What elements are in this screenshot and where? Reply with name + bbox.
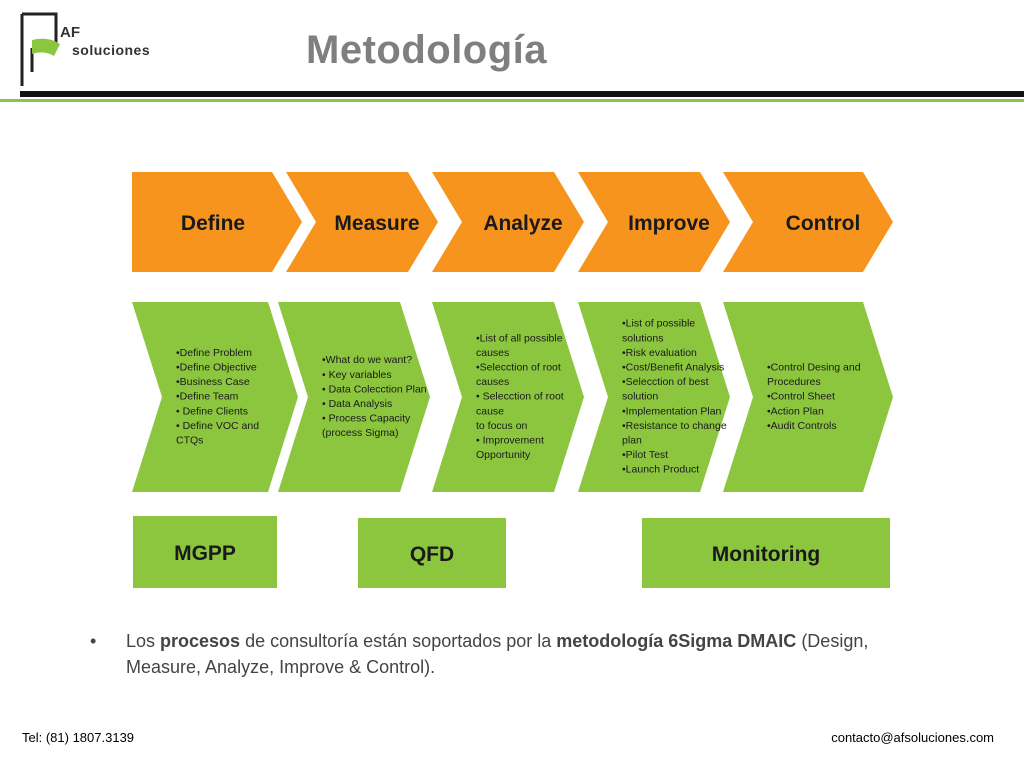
detail-item: (process Sigma) <box>322 427 398 439</box>
detail-item: • Define Clients <box>176 405 248 417</box>
detail-item: Opportunity <box>476 449 531 461</box>
phase-arrow-row: Define Measure Analyze Improve Control <box>132 172 893 272</box>
bullet-bold-procesos: procesos <box>160 631 241 651</box>
detail-item: •Launch Product <box>622 464 699 476</box>
tool-box-mgpp <box>133 516 277 588</box>
detail-arrow-improve <box>578 302 730 492</box>
detail-item: • Key variables <box>322 369 392 381</box>
tool-label-qfd: QFD <box>410 543 454 566</box>
detail-item: •Define Team <box>176 391 239 403</box>
detail-item: •Implementation Plan <box>622 405 722 417</box>
header-rule-black <box>20 91 1024 97</box>
detail-item: •Define Objective <box>176 362 257 374</box>
detail-item: solutions <box>622 332 663 344</box>
tool-label-monitoring: Monitoring <box>712 543 820 566</box>
detail-item: causes <box>476 376 509 388</box>
phase-label-control: Control <box>786 212 861 235</box>
detail-item: •List of possible <box>622 318 695 330</box>
detail-arrow-row: •Define Problem •Define Objective •Busines… <box>132 302 893 492</box>
detail-item: •Pilot Test <box>622 449 668 461</box>
phase-label-measure: Measure <box>334 212 419 235</box>
detail-item: • Selecction of root <box>476 391 564 403</box>
header-rule-green <box>0 99 1024 102</box>
detail-item: •Control Desing and <box>767 362 861 374</box>
bullet-text: Los procesos de consultoría están soport… <box>126 628 916 680</box>
detail-arrow-define <box>132 302 298 492</box>
logo-mark-icon <box>20 12 60 86</box>
detail-item: cause <box>476 405 504 417</box>
detail-item: to focus on <box>476 420 528 432</box>
footer-phone: Tel: (81) 1807.3139 <box>22 730 135 745</box>
logo-text-af: AF <box>60 24 80 41</box>
detail-item: • Process Capacity <box>322 413 411 425</box>
detail-item: •Selecction of root <box>476 362 561 374</box>
tool-box-qfd <box>358 518 506 588</box>
bullet-bold-methodology: metodología 6Sigma DMAIC <box>556 631 797 651</box>
detail-item: •Risk evaluation <box>622 347 697 359</box>
company-logo: AF soluciones <box>18 10 151 90</box>
logo-text-soluciones: soluciones <box>72 42 151 58</box>
detail-item: •Business Case <box>176 376 250 388</box>
detail-item: causes <box>476 347 509 359</box>
detail-item: • Define VOC and <box>176 420 259 432</box>
tool-box-row: MGPP QFD Monitoring <box>133 516 890 588</box>
detail-item: plan <box>622 435 642 447</box>
detail-item: • Improvement <box>476 435 544 447</box>
bullet-marker: • <box>90 631 97 651</box>
detail-item: • Data Colecction Plan <box>322 383 427 395</box>
detail-item: •Define Problem <box>176 347 252 359</box>
detail-item: solution <box>622 391 658 403</box>
phase-label-define: Define <box>181 212 245 235</box>
tool-label-mgpp: MGPP <box>174 542 236 565</box>
phase-arrow-measure <box>286 172 438 272</box>
tool-box-monitoring <box>642 518 890 588</box>
bullet-text-part: de consultoría están soportados por la <box>240 631 557 651</box>
detail-item: • Data Analysis <box>322 398 392 410</box>
detail-item: •Action Plan <box>767 405 824 417</box>
detail-arrow-measure <box>278 302 430 492</box>
phase-label-improve: Improve <box>628 212 710 235</box>
page-title: Metodología <box>306 28 548 72</box>
detail-item: •What do we want? <box>322 354 412 366</box>
phase-arrow-define <box>132 172 302 272</box>
detail-item: •Control Sheet <box>767 391 835 403</box>
detail-item: Procedures <box>767 376 821 388</box>
detail-item: •Selecction of best <box>622 376 709 388</box>
detail-item: •Cost/Benefit Analysis <box>622 362 724 374</box>
detail-item: CTQs <box>176 435 203 447</box>
detail-item: •List of all possible <box>476 332 563 344</box>
detail-item: •Resistance to change <box>622 420 727 432</box>
phase-arrow-control <box>723 172 893 272</box>
phase-arrow-improve <box>578 172 730 272</box>
bullet-text-part: Los <box>126 631 161 651</box>
phase-label-analyze: Analyze <box>483 212 562 235</box>
detail-arrow-control <box>723 302 893 492</box>
phase-arrow-analyze <box>432 172 584 272</box>
footer-email[interactable]: contacto@afsoluciones.com <box>831 730 994 745</box>
detail-arrow-analyze <box>432 302 584 492</box>
bullet-text-part: (Design, Measure, Analyze, Improve & Con… <box>126 631 869 677</box>
detail-item: •Audit Controls <box>767 420 837 432</box>
